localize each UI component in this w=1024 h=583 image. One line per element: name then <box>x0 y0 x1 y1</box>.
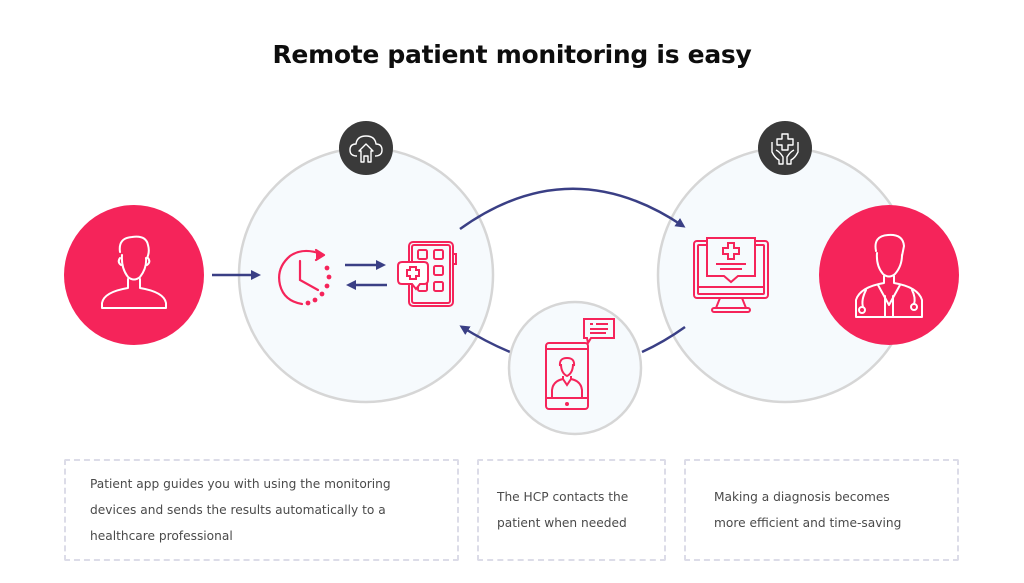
arrow-hub-to-hcp <box>459 187 686 231</box>
medical-device-app-icon <box>397 241 457 307</box>
description-card-diagnosis: Making a diagnosis becomes more efficien… <box>684 459 959 561</box>
card-text-line: The HCP contacts the <box>497 490 629 504</box>
card-text-line: devices and sends the results automatica… <box>90 503 386 517</box>
card-text-line: patient when needed <box>497 516 627 530</box>
hands-cross-badge <box>758 121 812 175</box>
patient-icon <box>101 235 167 309</box>
card-text-line: healthcare professional <box>90 529 233 543</box>
chat-bubble-icon <box>583 318 615 346</box>
card-text-line: Making a diagnosis becomes <box>714 490 890 504</box>
doctor-icon <box>855 233 923 318</box>
monitoring-hub-circle <box>237 146 495 404</box>
doctor-circle <box>819 205 959 345</box>
cloud-home-badge <box>339 121 393 175</box>
contact-circle <box>507 300 643 436</box>
diagram-title: Remote patient monitoring is easy <box>272 40 752 69</box>
description-card-patient-app: Patient app guides you with using the mo… <box>64 459 459 561</box>
monitor-report-icon <box>693 237 769 313</box>
patient-circle <box>64 205 204 345</box>
description-card-hcp-contact: The HCP contacts the patient when needed <box>477 459 666 561</box>
hands-cross-icon <box>771 133 799 165</box>
clock-refresh-icon <box>278 248 332 306</box>
arrow-contact-to-hub <box>459 325 511 354</box>
cloud-home-icon <box>349 135 383 163</box>
card-text-line: Patient app guides you with using the mo… <box>90 477 391 491</box>
arrow-hcp-to-contact <box>641 325 686 354</box>
card-text-line: more efficient and time-saving <box>714 516 902 530</box>
phone-video-call-icon <box>545 342 589 410</box>
